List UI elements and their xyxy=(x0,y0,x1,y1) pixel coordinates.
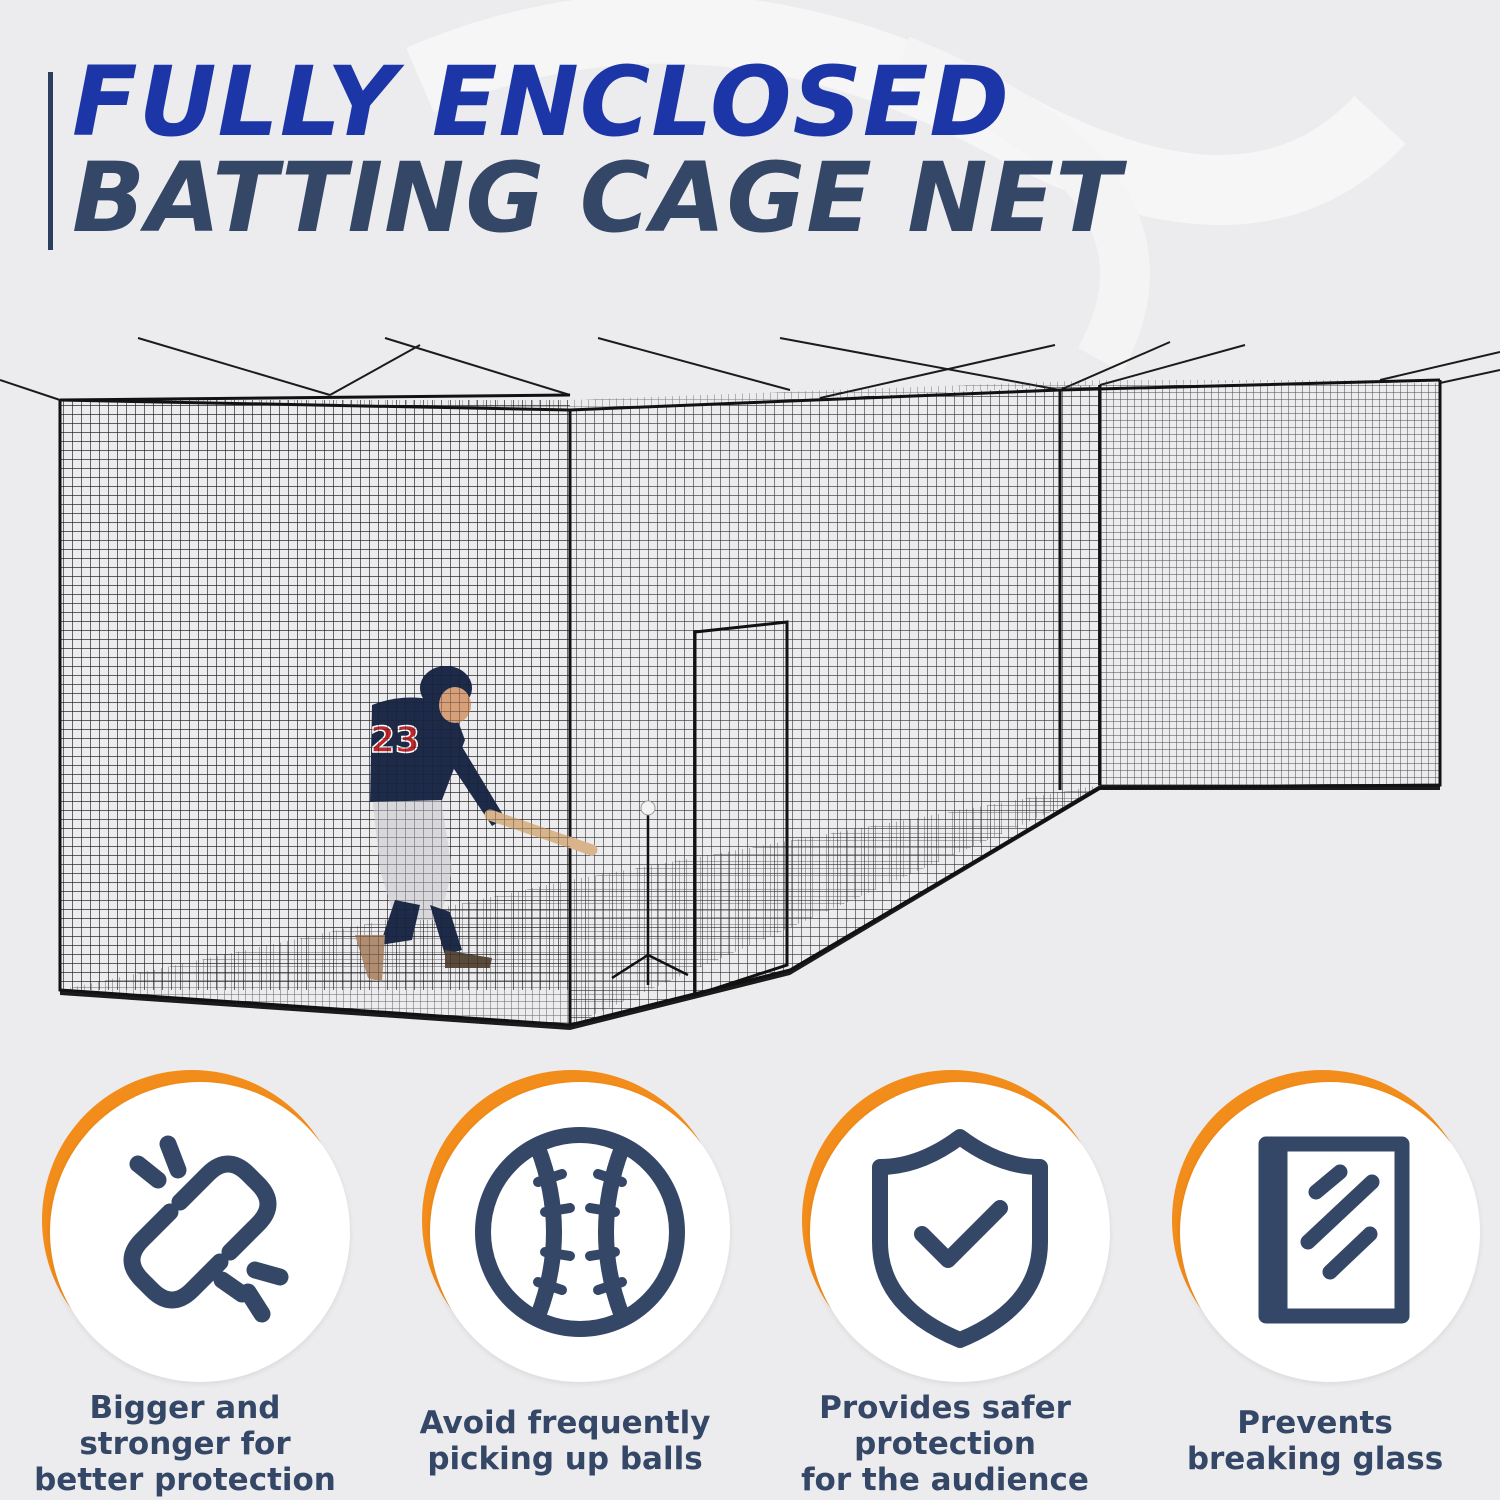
feature-disc xyxy=(1180,1082,1480,1382)
glass-pane-icon xyxy=(1258,1136,1410,1324)
title-line-2: BATTING CAGE NET xyxy=(72,142,1122,254)
feature-item: Bigger and stronger for better protectio… xyxy=(20,1060,350,1500)
feature-list: Bigger and stronger for better protectio… xyxy=(0,1060,1500,1500)
shield-check-icon xyxy=(872,1129,1048,1348)
title-line-1: FULLY ENCLOSED xyxy=(72,46,1010,158)
title-accent-bar xyxy=(48,72,53,250)
feature-disc xyxy=(50,1082,350,1382)
feature-item: Prevents breaking glass xyxy=(1150,1060,1480,1500)
feature-label: Provides safer protection for the audien… xyxy=(801,1390,1089,1498)
batting-cage-illustration: 23 xyxy=(0,337,1500,1030)
feature-label: Avoid frequently picking up balls xyxy=(419,1405,711,1477)
feature-label: Prevents breaking glass xyxy=(1186,1405,1444,1477)
broken-chain-icon xyxy=(123,1135,289,1323)
feature-item: Provides safer protection for the audien… xyxy=(780,1060,1110,1500)
baseball-icon xyxy=(475,1127,685,1337)
page-title: FULLY ENCLOSED BATTING CAGE NET xyxy=(72,46,1122,254)
feature-item: Avoid frequently picking up balls xyxy=(400,1060,730,1500)
feature-label: Bigger and stronger for better protectio… xyxy=(34,1390,336,1498)
